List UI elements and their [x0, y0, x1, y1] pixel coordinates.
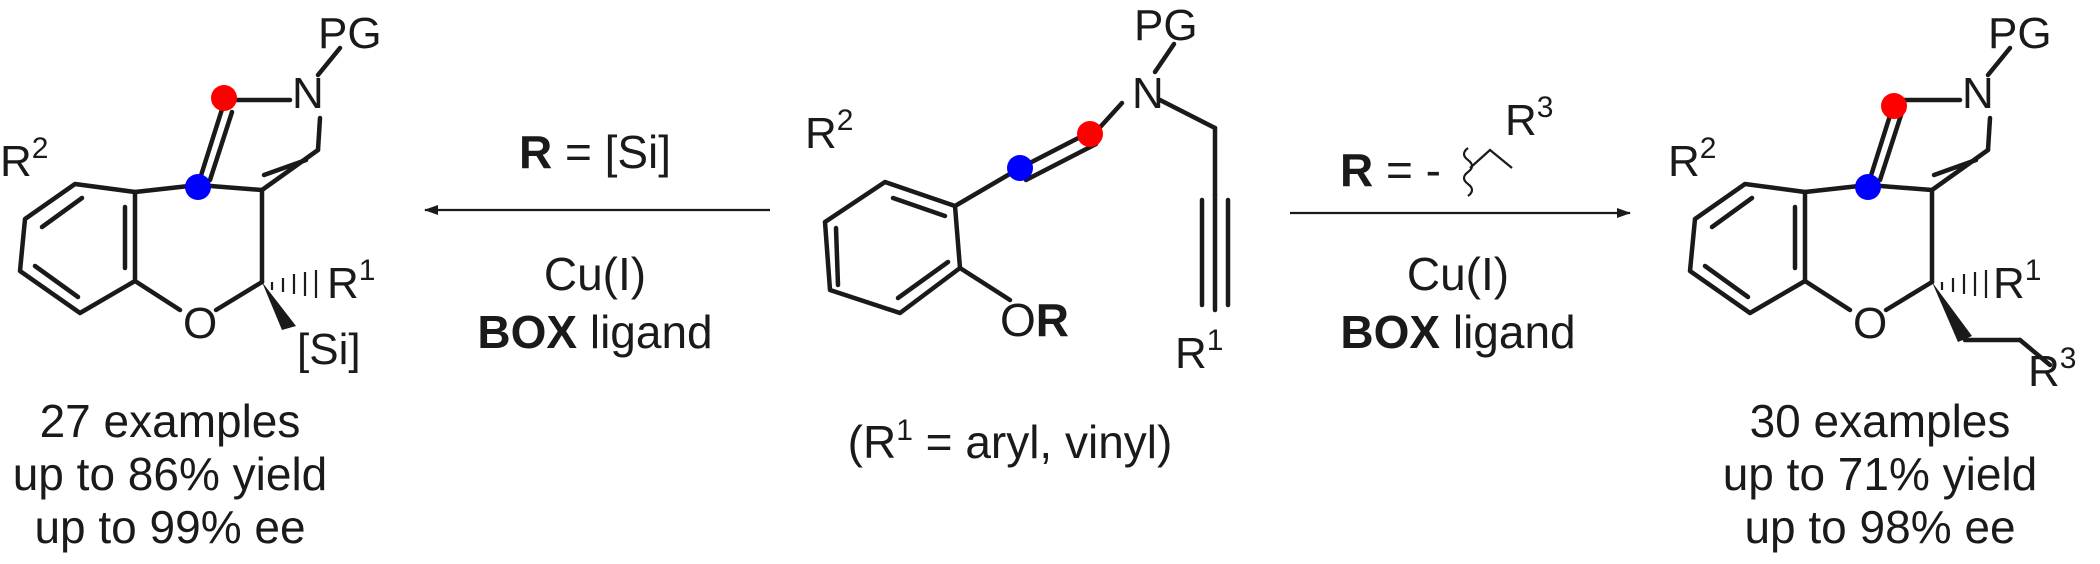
substrate-r1-label: R1: [1175, 324, 1223, 378]
substrate-structure: [822, 41, 1231, 316]
right-pg-label: PG: [1988, 9, 2052, 58]
substrate-blue-atom: [1007, 155, 1033, 181]
right-red-atom-marker: [1881, 93, 1907, 119]
right-yield: up to 71% yield: [1723, 448, 2038, 500]
right-ee: up to 98% ee: [1744, 501, 2015, 553]
left-examples: 27 examples: [40, 395, 301, 447]
right-r1-label: R1: [1993, 254, 2041, 308]
left-pg-label: PG: [318, 9, 382, 58]
right-catalyst: Cu(I): [1407, 248, 1509, 300]
right-product-structure: [1687, 45, 2053, 368]
right-arrow-r3: R3: [1505, 91, 1553, 145]
right-r-condition: R = -: [1340, 144, 1441, 196]
left-r2-label: R2: [0, 132, 48, 186]
left-r1-label: R1: [327, 254, 375, 308]
left-r-condition: R = [Si]: [519, 126, 671, 178]
left-si-label: [Si]: [297, 325, 361, 374]
r3-chain: [1469, 148, 1513, 169]
right-o-label: O: [1853, 299, 1887, 348]
substrate-n-label: N: [1132, 69, 1164, 118]
left-n-label: N: [292, 69, 324, 118]
substrate-or-label: OR: [1000, 294, 1069, 346]
right-n-label: N: [1962, 69, 1994, 118]
right-ligand: BOX ligand: [1340, 306, 1575, 358]
right-examples: 30 examples: [1750, 395, 2011, 447]
red-atom-marker: [211, 85, 237, 111]
substrate-r2-label: R2: [805, 104, 853, 158]
left-yield: up to 86% yield: [13, 448, 328, 500]
left-o-label: O: [183, 299, 217, 348]
wavy-bond-icon: [1462, 147, 1474, 197]
wedge-bond-si: [262, 282, 296, 330]
right-r2-label: R2: [1668, 132, 1716, 186]
hash-bond-r1: [270, 270, 318, 298]
left-catalyst: Cu(I): [544, 248, 646, 300]
left-product-structure: [17, 45, 343, 330]
substrate-r1-note: (R1 = aryl, vinyl): [848, 414, 1173, 468]
left-ligand: BOX ligand: [477, 306, 712, 358]
blue-atom-marker: [185, 174, 211, 200]
right-hash-bond-r1: [1940, 270, 1988, 298]
right-r3-label: R3: [2028, 342, 2076, 396]
right-wedge-bond: [1932, 282, 1972, 342]
substrate-pg-label: PG: [1134, 1, 1198, 50]
left-ee: up to 99% ee: [34, 501, 305, 553]
substrate-red-atom: [1077, 121, 1103, 147]
right-blue-atom-marker: [1855, 174, 1881, 200]
